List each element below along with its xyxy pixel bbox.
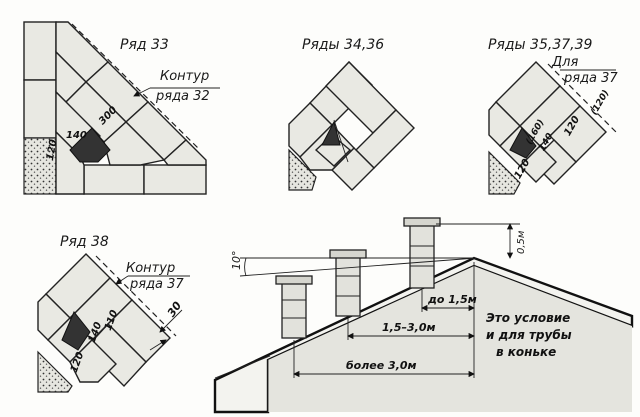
row33-leader-arrow: [133, 87, 151, 97]
row38-leader-arrow: [115, 275, 129, 285]
row35-rubble: [488, 150, 521, 195]
row33-flue: [69, 127, 111, 163]
row33-brick: [143, 164, 207, 195]
roof-height-label: 0,5м: [516, 230, 527, 254]
row34-title: Ряды 34,36: [302, 37, 384, 53]
chimney-near: [275, 275, 313, 339]
chimney-far: [403, 217, 441, 289]
row35-for-label-1: Для: [551, 55, 578, 70]
row33-dim-120: 120: [45, 139, 59, 162]
row35-title: Ряды 35,37,39: [488, 37, 592, 53]
row35-contour-line: [547, 63, 617, 133]
roof-wall: [268, 266, 632, 412]
roof-angle-label: 10°: [230, 251, 243, 271]
ten-degree-line: [239, 257, 477, 277]
row35-brick: [488, 100, 521, 147]
roof-note-3: в коньке: [496, 345, 556, 359]
row34-flue: [321, 120, 341, 146]
row38-figure: [37, 253, 190, 393]
roof-dist-3: более 3,0м: [346, 359, 417, 372]
row33-contour-label-1: Контур: [160, 69, 209, 84]
row38-dim30-arrow: [159, 309, 183, 333]
row33-brick: [103, 121, 166, 166]
row33-brick: [23, 21, 57, 81]
row33-dim-140: 140: [66, 130, 87, 141]
row33-brick: [23, 79, 57, 139]
row38-dim-30: 30: [165, 299, 185, 319]
row38-flue: [61, 311, 91, 351]
row34-brick: [288, 102, 333, 158]
row34-figure: [288, 60, 415, 191]
row38-brick: [37, 293, 71, 341]
row38-contour-label-1: Контур: [126, 261, 175, 276]
roof-dist-1: до 1,5м: [427, 293, 477, 306]
row34-rubble: [288, 148, 317, 191]
row38-contour-line: [95, 255, 177, 337]
roof-note-2: и для трубы: [486, 328, 572, 342]
row38-rubble: [37, 350, 73, 393]
roof-note-1: Это условие: [486, 311, 570, 325]
row38-dim30-arrow2: [149, 339, 167, 351]
row33-brick: [163, 139, 207, 166]
row38-brick: [69, 339, 117, 383]
row38-contour-label-2: ряда 37: [129, 277, 184, 292]
row33-brick: [83, 164, 145, 195]
row34-flue-line: [333, 119, 349, 163]
row35-figure: [488, 61, 617, 195]
row38-title: Ряд 38: [60, 234, 109, 250]
angle-arc: [244, 257, 247, 277]
row35-for-label-2: ряда 37: [563, 71, 618, 86]
row35-dim-120b: (120): [589, 89, 611, 117]
row33-rubble: [23, 137, 57, 195]
chimney-middle: [329, 249, 367, 317]
row33-title: Ряд 33: [120, 37, 169, 53]
row35-flue: [509, 127, 537, 159]
roof-dist-2: 1,5–3,0м: [382, 321, 435, 334]
roof-eave: [214, 355, 271, 379]
roof-schematic: [213, 217, 634, 414]
row35-brick: [519, 145, 557, 183]
row33-figure: [23, 21, 220, 195]
row33-contour-label-2: ряда 32: [155, 89, 210, 104]
